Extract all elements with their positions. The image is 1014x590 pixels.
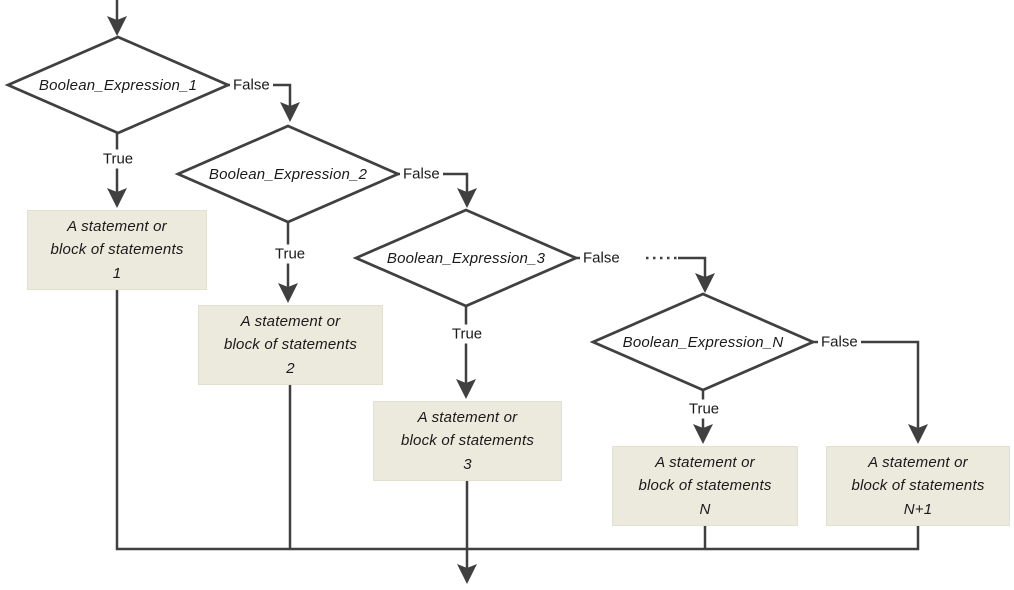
decision-diamond-n (589, 292, 817, 392)
statement-number: 1 (112, 264, 122, 282)
statement-text: A statement or (868, 454, 968, 472)
statement-box-2: A statement or block of statements 2 (198, 305, 383, 385)
false-label-n: False (818, 332, 861, 352)
statement-box-n1: A statement or block of statements N+1 (826, 446, 1010, 526)
true-label-2: True (271, 244, 309, 264)
statement-text: A statement or (67, 218, 167, 236)
false-label-1: False (230, 75, 273, 95)
statement-number: 2 (286, 359, 295, 377)
statement-text: block of statements (851, 477, 985, 495)
true-label-1: True (99, 149, 137, 169)
statement-text: block of statements (223, 336, 358, 354)
statement-text: A statement or (240, 313, 341, 331)
statement-number: 3 (463, 455, 472, 473)
decision-diamond-1 (4, 35, 232, 135)
false-label-3: False (580, 248, 623, 268)
decision-diamond-3 (352, 208, 580, 308)
statement-text: A statement or (655, 454, 755, 472)
statement-text: block of statements (638, 477, 772, 495)
statement-box-3: A statement or block of statements 3 (373, 401, 562, 481)
statement-box-n: A statement or block of statements N (612, 446, 798, 526)
decision-diamond-2 (174, 124, 402, 224)
statement-text: block of statements (50, 241, 184, 259)
statement-text: block of statements (400, 432, 535, 450)
decision3-false-arrow (678, 256, 715, 293)
true-label-n: True (685, 399, 723, 419)
statement-number: N+1 (903, 500, 933, 518)
true-label-3: True (448, 324, 486, 344)
statement-box-1: A statement or block of statements 1 (27, 210, 207, 290)
statement-text: A statement or (417, 409, 518, 427)
merge-line (115, 290, 920, 551)
statement-number: N (699, 500, 711, 518)
false-label-2: False (400, 164, 443, 184)
decisionN-false-arrow (813, 340, 928, 444)
